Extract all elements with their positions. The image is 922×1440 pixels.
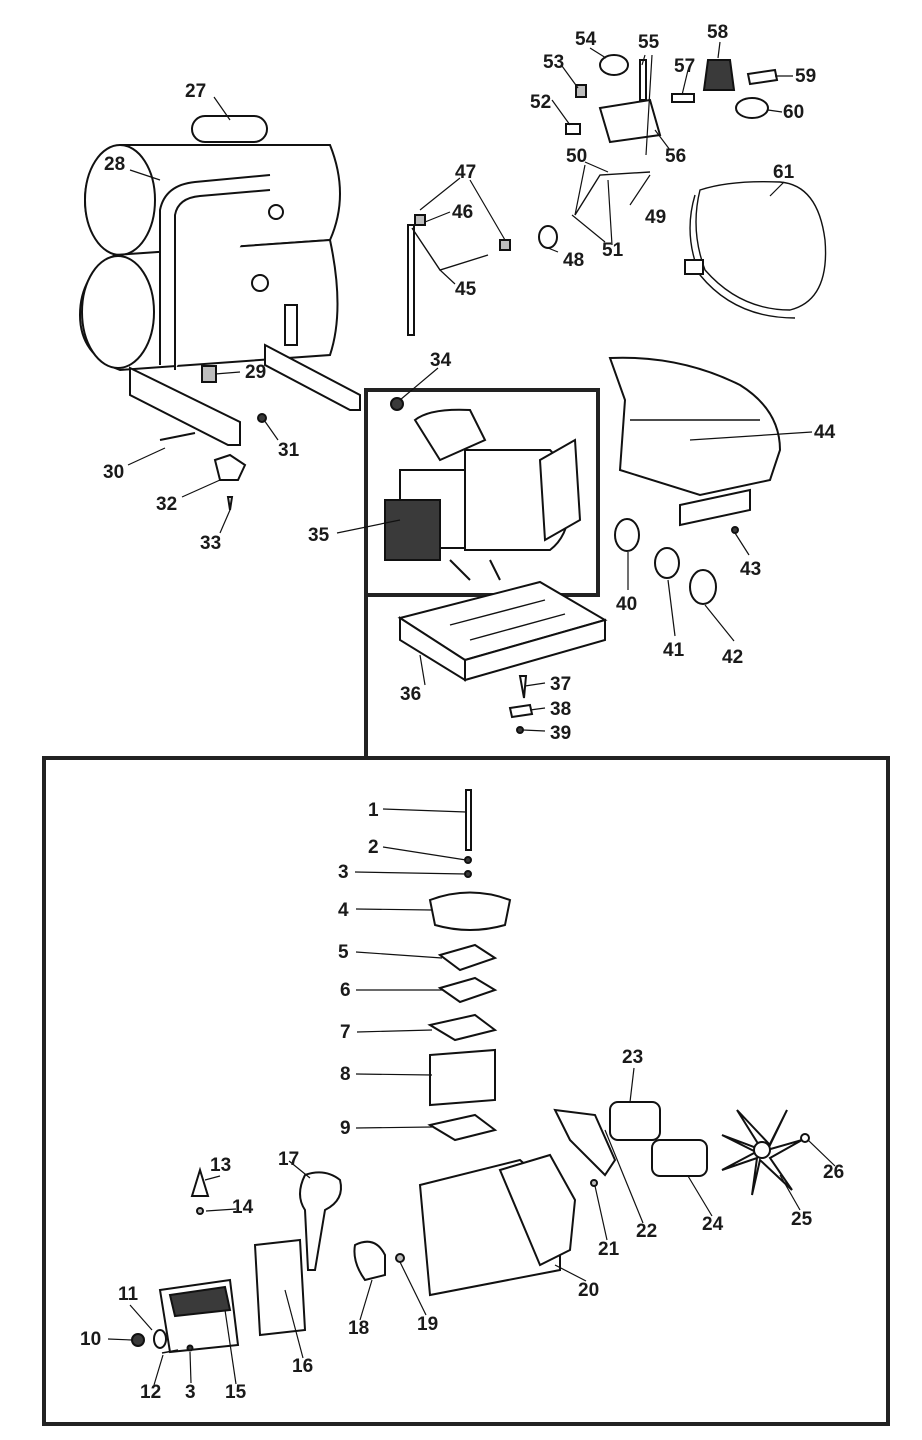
callout-20: 20 <box>578 1280 599 1301</box>
callout-45: 45 <box>455 279 477 300</box>
callout-42: 42 <box>722 647 743 668</box>
base-plate <box>397 580 608 734</box>
callout-38: 38 <box>550 699 571 720</box>
callout-12: 12 <box>140 1382 161 1403</box>
tank-assembly <box>78 115 361 511</box>
callout-17: 17 <box>278 1149 299 1170</box>
leader-lines <box>107 41 836 1386</box>
callout-13: 13 <box>210 1155 231 1176</box>
callout-31: 31 <box>278 440 300 461</box>
callout-59: 59 <box>795 66 816 87</box>
callout-44: 44 <box>814 422 836 443</box>
callout-3: 3 <box>338 862 349 883</box>
callout-33: 33 <box>200 533 221 554</box>
shroud <box>608 356 782 534</box>
pump-assembly <box>384 397 582 581</box>
callout-22: 22 <box>636 1221 657 1242</box>
callout-35: 35 <box>308 525 330 546</box>
callout-50: 50 <box>566 146 587 167</box>
callout-60: 60 <box>783 102 804 123</box>
fittings <box>614 518 717 605</box>
manifold-assembly <box>407 54 827 336</box>
callout-47: 47 <box>455 162 476 183</box>
callout-51: 51 <box>602 240 624 261</box>
callout-39: 39 <box>550 723 571 744</box>
callout-37: 37 <box>550 674 571 695</box>
pump-breakdown-frame <box>42 756 890 1426</box>
callout-10: 10 <box>80 1329 101 1350</box>
callout-53: 53 <box>543 52 564 73</box>
callout-28: 28 <box>104 154 125 175</box>
callout-8: 8 <box>340 1064 351 1085</box>
callout-56: 56 <box>665 146 686 167</box>
callout-3-lower: 3 <box>185 1382 196 1403</box>
callout-26: 26 <box>823 1162 844 1183</box>
callout-30: 30 <box>103 462 124 483</box>
callout-58: 58 <box>707 22 728 43</box>
callout-5: 5 <box>338 942 349 963</box>
callout-40: 40 <box>616 594 637 615</box>
callout-27: 27 <box>185 81 206 102</box>
callout-1: 1 <box>368 800 379 821</box>
callout-6: 6 <box>340 980 351 1001</box>
callout-15: 15 <box>225 1382 247 1403</box>
callout-55: 55 <box>638 32 660 53</box>
callout-48: 48 <box>563 250 584 271</box>
callout-19: 19 <box>417 1314 438 1335</box>
callout-24: 24 <box>702 1214 724 1235</box>
callout-14: 14 <box>232 1197 254 1218</box>
callout-46: 46 <box>452 202 473 223</box>
callout-4: 4 <box>338 900 349 921</box>
callout-18: 18 <box>348 1318 369 1339</box>
callout-7: 7 <box>340 1022 351 1043</box>
callout-57: 57 <box>674 56 695 77</box>
callout-29: 29 <box>245 362 266 383</box>
callout-2: 2 <box>368 837 379 858</box>
callout-21: 21 <box>598 1239 620 1260</box>
callout-49: 49 <box>645 207 666 228</box>
callout-41: 41 <box>663 640 685 661</box>
callout-54: 54 <box>575 29 597 50</box>
callout-52: 52 <box>530 92 551 113</box>
callout-43: 43 <box>740 559 761 580</box>
callout-9: 9 <box>340 1118 351 1139</box>
callout-34: 34 <box>430 350 452 371</box>
callout-23: 23 <box>622 1047 643 1068</box>
callout-11: 11 <box>118 1284 139 1305</box>
callout-36: 36 <box>400 684 421 705</box>
callout-32: 32 <box>156 494 177 515</box>
pump-breakdown <box>131 789 810 1354</box>
callout-16: 16 <box>292 1356 313 1377</box>
pump-frame <box>364 388 600 597</box>
callout-labels: 27 28 29 30 31 32 33 34 35 36 37 38 39 4… <box>80 22 844 1403</box>
callout-61: 61 <box>773 162 795 183</box>
callout-25: 25 <box>791 1209 813 1230</box>
